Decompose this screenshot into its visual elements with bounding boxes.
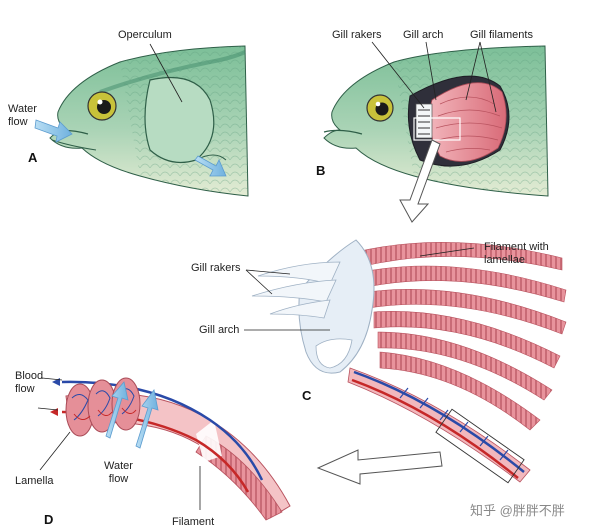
filaments-c	[355, 242, 567, 431]
panel-b-fish-head	[323, 41, 549, 223]
operculum-shape	[144, 76, 215, 163]
lamellae-d	[65, 377, 141, 437]
water-in-arrow-a	[34, 119, 73, 143]
panel-c-gill-arch	[244, 239, 567, 485]
panel-label-c: C	[302, 388, 312, 403]
label-gill-rakers-c: Gill rakers	[191, 262, 241, 274]
label-water-flow-a: Water flow	[8, 103, 37, 128]
label-blood-flow: Blood flow	[15, 370, 44, 395]
label-filament: Filament	[172, 516, 215, 528]
label-operculum: Operculum	[118, 29, 172, 41]
panel-d-filament	[37, 377, 291, 521]
label-lamella: Lamella	[15, 475, 54, 487]
gill-rakers-c	[251, 261, 341, 319]
zoom-arrow-left	[316, 449, 443, 485]
label-gill-rakers-b: Gill rakers	[332, 29, 382, 41]
label-gill-arch-b: Gill arch	[403, 29, 444, 41]
panel-label-d: D	[44, 512, 54, 527]
panel-label-b: B	[316, 163, 326, 178]
water-arrows-d	[105, 381, 159, 449]
filament-section-c	[347, 367, 531, 484]
gill-filaments-b	[428, 82, 507, 162]
panel-label-a: A	[28, 150, 38, 165]
water-out-arrow-a	[194, 155, 227, 177]
label-water-flow-d: Water flow	[104, 460, 133, 485]
panel-a-fish-head	[34, 43, 249, 197]
zoom-arrow-down	[399, 139, 441, 223]
label-filament-with-lamellae: Filament with lamellae	[484, 241, 549, 266]
label-gill-filaments: Gill filaments	[470, 29, 533, 41]
watermark: 知乎 @胖胖不胖	[470, 503, 565, 518]
gill-rakers-b	[415, 103, 433, 139]
label-gill-arch-c: Gill arch	[199, 324, 240, 336]
